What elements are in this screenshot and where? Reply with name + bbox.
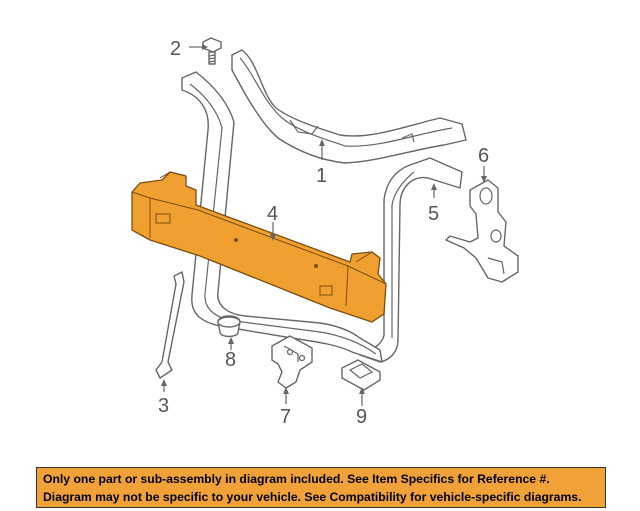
grommet-part [217, 315, 241, 338]
callout-5: 5 [428, 203, 439, 225]
callout-1: 1 [316, 165, 327, 187]
leader-lines [161, 44, 487, 406]
callout-6: 6 [478, 145, 489, 167]
hook-bracket-part [271, 335, 313, 389]
support-rod-part [155, 271, 185, 379]
callout-7: 7 [280, 406, 291, 428]
upper-tie-bar-part [231, 49, 467, 164]
lower-tie-bar-highlighted [131, 171, 387, 323]
callout-2: 2 [170, 38, 181, 60]
bolt-part [202, 37, 222, 65]
mount-bracket-part [445, 179, 519, 283]
callout-3: 3 [158, 395, 169, 417]
disclaimer-line-2: Diagram may not be specific to your vehi… [43, 490, 582, 504]
callout-4: 4 [267, 203, 278, 225]
callout-8: 8 [225, 349, 236, 371]
disclaimer-line-1: Only one part or sub-assembly in diagram… [43, 472, 550, 486]
mount-pad-part [341, 359, 381, 391]
disclaimer-banner: Only one part or sub-assembly in diagram… [36, 467, 606, 508]
callout-9: 9 [356, 406, 367, 428]
parts-diagram: 2 1 5 6 4 8 3 7 9 [131, 37, 519, 428]
